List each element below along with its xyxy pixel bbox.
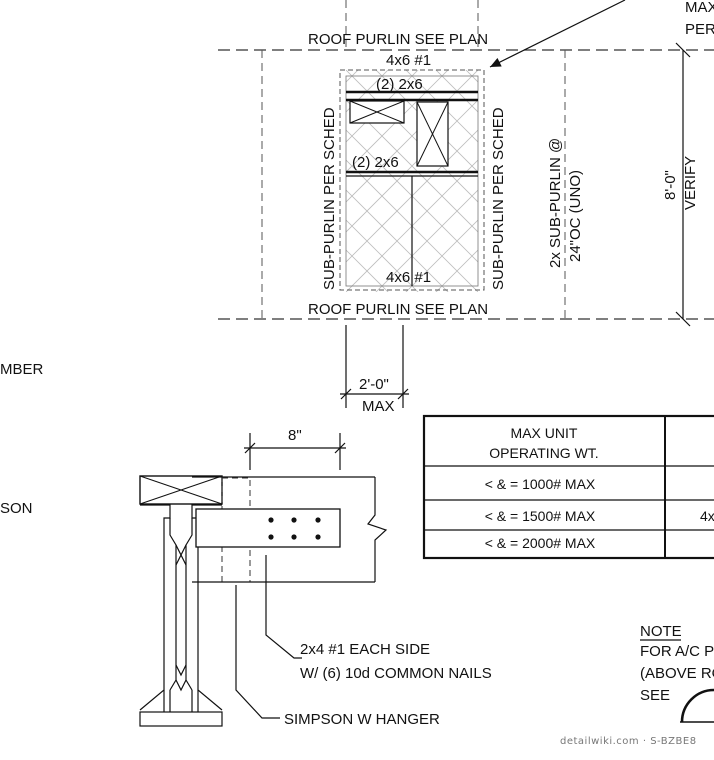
dim-tick [675,311,691,327]
callout-hanger: SIMPSON W HANGER [284,711,440,728]
label-2x6-top: (2) 2x6 [376,76,423,93]
schedule-table: MAX UNIT OPERATING WT. < & = 1000# MAX <… [422,414,714,560]
sub-purlin-oc-label: 24"OC (UNO) [567,170,584,262]
left-partial-label-1: MBER [0,361,44,378]
table-header-2: OPERATING WT. [489,445,598,461]
dim-tick [334,442,346,454]
plan-view: MAX PER ROOF PURLIN SEE PLAN 4x6 #1 (2) … [218,0,714,415]
purlin-block [139,475,223,505]
sub-purlin-right-label: SUB-PURLIN PER SCHED [490,107,507,290]
note-line-1: FOR A/C P [640,643,714,660]
table-header-1: MAX UNIT [511,425,578,441]
dim-height-label: 8'-0" [662,170,679,200]
dim-tick [244,442,256,454]
callout-nails-1: 2x4 #1 EACH SIDE [300,641,430,658]
leader-nails [265,555,302,659]
label-4x6-bottom: 4x6 #1 [386,269,431,286]
leader-hanger [235,585,280,719]
sub-purlin-left-label: SUB-PURLIN PER SCHED [321,107,338,290]
label-4x6-top: 4x6 #1 [386,52,431,69]
dim-width-label: 2'-0" [359,376,389,393]
section-detail: MBER SON 8" [0,361,492,728]
dim-tick [397,388,409,400]
sub-purlin-member [192,476,388,583]
note-block: NOTE FOR A/C P (ABOVE RO SEE [640,623,714,723]
frame-outline [339,69,485,291]
steel-column [139,504,223,727]
callout-nails-2: W/ (6) 10d COMMON NAILS [300,665,492,682]
roof-purlin-top-label: ROOF PURLIN SEE PLAN [308,31,488,48]
table-cell-partial: 4x [700,508,714,524]
label-2x6-mid: (2) 2x6 [352,154,399,171]
dim-8-label: 8" [288,427,302,444]
note-line-3: SEE [640,687,670,704]
note-title: NOTE [640,623,682,640]
equipment-box-left [349,100,405,124]
equipment-box-right [416,101,449,167]
table-cell-weight: < & = 1500# MAX [485,508,596,524]
max-partial-label: MAX [685,0,714,16]
note-line-2: (ABOVE RO [640,665,714,682]
table-cell-weight: < & = 2000# MAX [485,535,596,551]
table-cell-weight: < & = 1000# MAX [485,476,596,492]
nails [268,517,321,540]
sub-purlin-2x-label: 2x SUB-PURLIN @ [547,138,564,268]
dim-tick [340,388,352,400]
per-partial-label: PER [685,21,714,38]
dim-width-note: MAX [362,398,395,415]
dim-height-note: VERIFY [682,156,699,210]
left-partial-label-2: SON [0,500,33,517]
leader-arrow [489,0,626,68]
watermark: detailwiki.com · S-BZBE8 [560,736,697,747]
section-symbol [680,688,714,723]
dim-tick [675,42,691,58]
roof-purlin-bottom-label: ROOF PURLIN SEE PLAN [308,301,488,318]
